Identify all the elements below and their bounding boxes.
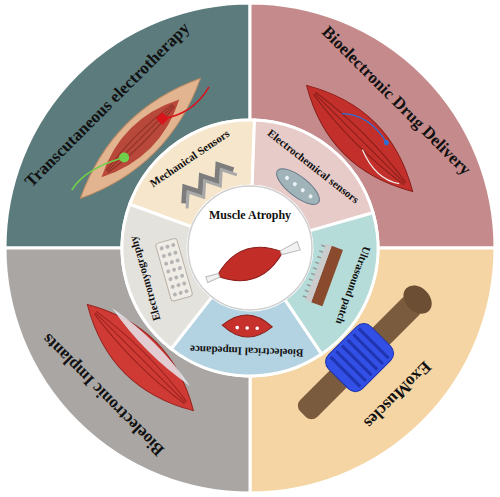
emg-electrode [175,258,180,263]
chem-dot [292,181,298,187]
emg-electrode [170,284,175,289]
bia-group [222,314,273,338]
us-tooth [317,256,321,257]
emg-electrode [161,254,166,259]
electrode-square [156,112,169,125]
drug-wire [359,148,400,189]
emg-electrode [172,267,177,272]
chem-dot [300,187,306,193]
center-circle-shape [188,186,312,310]
us-tooth [321,245,325,246]
emg-electrode [176,283,181,288]
emg-electrode [173,250,178,255]
emg-electrode [178,290,183,295]
muscle-small [222,314,273,338]
us-tooth [307,285,311,286]
emg-electrode [165,244,170,249]
drug-wire [342,104,388,150]
emg-electrode [164,261,169,266]
us-tooth [303,296,307,297]
emg-electrode [172,292,177,297]
sector-group [188,186,312,310]
electrode-dot [255,326,259,330]
hand-brown [398,280,438,320]
electrode-dot [245,326,249,330]
emg-electrode [167,252,172,257]
emg-electrode [180,273,185,278]
emg-electrode [182,281,187,286]
center-title: Muscle Atrophy [209,209,291,223]
emg-electrode [184,289,189,294]
center-circle: Muscle Atrophy [186,184,314,312]
label-holder: Muscle Atrophy [209,209,291,223]
tendon [279,242,300,257]
us-tooth [309,279,313,280]
emg-patch [155,238,193,302]
emg-electrode [168,277,173,282]
emg-electrode [169,260,174,265]
electrode-dot [117,150,131,164]
illustration [155,238,193,302]
drug-port [383,139,390,146]
us-tooth [311,273,315,274]
sleeve-stripe [331,357,361,387]
us-tooth [313,268,317,269]
us-tooth [305,290,309,291]
emg-electrode [177,266,182,271]
tendon [206,272,220,282]
center-circle-svg [186,184,314,312]
emg-electrode [166,269,171,274]
chem-dot [284,175,290,181]
emg-electrode [174,275,179,280]
center-muscle [202,232,304,294]
us-tooth [319,251,323,252]
electrode-dot [235,326,239,330]
muscle-body [212,238,288,290]
emg-electrode [159,246,164,251]
emg-electrode [171,243,176,248]
illustration [222,314,273,338]
illustration [202,232,304,294]
us-tooth [315,262,319,263]
chem-dot [308,194,314,200]
green-wire [71,147,124,200]
red-wire [163,80,211,128]
